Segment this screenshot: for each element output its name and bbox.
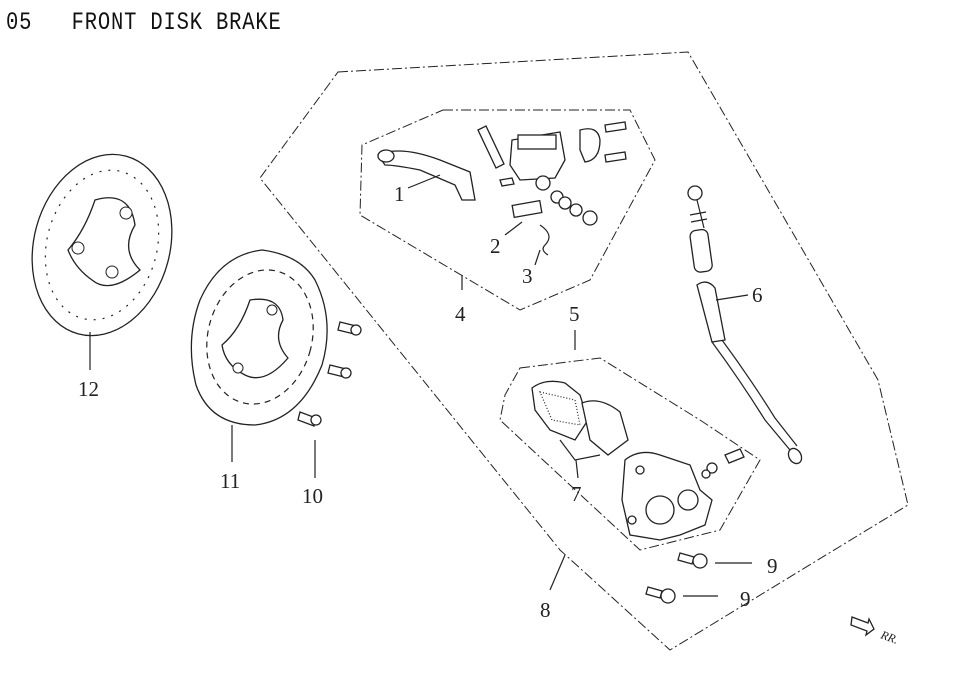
- callout-2: 2: [490, 234, 501, 258]
- assembly-outline-5: [499, 357, 761, 551]
- assembly-outline-8: [259, 51, 909, 651]
- brake-caliper: [621, 448, 745, 541]
- callout-9-lower: 9: [740, 587, 751, 611]
- callout-1: 1: [394, 182, 405, 206]
- brake-disc-12: [31, 153, 173, 337]
- callout-7: 7: [571, 482, 582, 506]
- callout-9-upper: 9: [767, 554, 778, 578]
- callout-12: 12: [78, 377, 99, 401]
- arrow-right-icon: [850, 616, 875, 637]
- callout-11: 11: [220, 469, 240, 493]
- master-cylinder: [477, 121, 627, 256]
- brake-hose-6: [687, 185, 803, 465]
- caliper-bolts-9: [645, 552, 708, 604]
- direction-marker: RR.: [850, 616, 900, 647]
- disc-bolts-10: [297, 321, 362, 427]
- assembly-outline-4: [359, 109, 656, 311]
- callout-4: 4: [455, 302, 466, 326]
- callout-10: 10: [302, 484, 323, 508]
- callout-3: 3: [522, 264, 533, 288]
- callout-6: 6: [752, 283, 763, 307]
- brake-pads-7: [531, 380, 629, 456]
- callout-5: 5: [569, 302, 580, 326]
- page-title: 05 FRONT DISK BRAKE: [6, 8, 282, 37]
- direction-label: RR.: [878, 627, 900, 647]
- brake-disc-11: [190, 249, 328, 426]
- leader-lines: [89, 174, 752, 597]
- callout-8: 8: [540, 598, 551, 622]
- brake-lever-1: [377, 149, 476, 201]
